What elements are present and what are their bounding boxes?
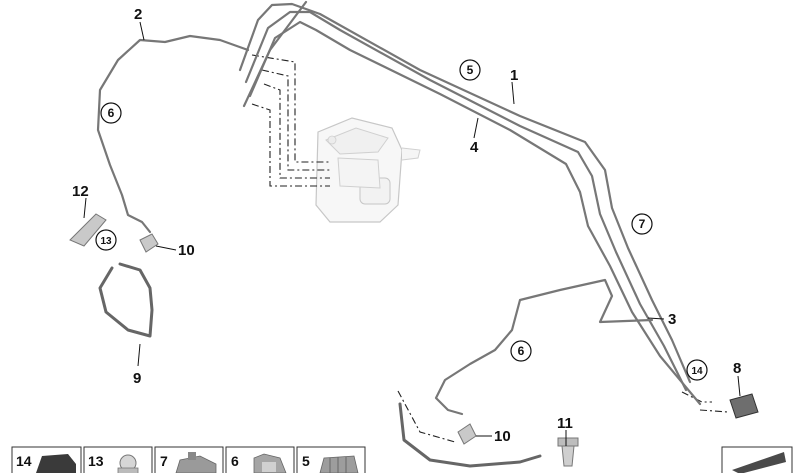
callout-1: 1 [510, 67, 518, 84]
callout-10-left: 10 [178, 242, 195, 259]
legend-cell-5: 5 [296, 446, 366, 473]
circled-6-left: 6 [100, 102, 122, 124]
legend-cell-arrow [721, 446, 793, 473]
callout-10-bottom: 10 [494, 428, 511, 445]
callout-2: 2 [134, 6, 142, 23]
circled-7: 7 [631, 213, 653, 235]
circled-13: 13 [95, 229, 117, 251]
bracket-12 [69, 213, 107, 247]
callout-8: 8 [733, 360, 741, 377]
svg-text:14: 14 [16, 453, 32, 469]
leader-lines [83, 21, 741, 446]
svg-text:5: 5 [302, 453, 310, 469]
svg-text:7: 7 [639, 217, 646, 231]
brake-pipes [96, 0, 702, 468]
holder-10-left [139, 233, 159, 253]
legend-cell-13: 13 [83, 446, 153, 473]
svg-text:6: 6 [231, 453, 239, 469]
svg-text:7: 7 [160, 453, 168, 469]
legend-cell-7: 7 [154, 446, 224, 473]
svg-text:6: 6 [108, 106, 115, 120]
callout-9: 9 [133, 370, 141, 387]
circled-5: 5 [459, 59, 481, 81]
legend-cell-14: 14 [11, 446, 82, 473]
callout-12: 12 [72, 183, 89, 200]
callout-3: 3 [668, 311, 676, 328]
bolt-11 [557, 437, 579, 467]
connection-dashes [251, 54, 729, 443]
parts-legend: 14 13 7 6 5 [11, 446, 793, 473]
holder-10-bottom [457, 423, 477, 445]
circled-6-right: 6 [510, 340, 532, 362]
svg-text:13: 13 [100, 236, 112, 247]
abs-hydraulic-unit [315, 117, 421, 223]
svg-text:5: 5 [467, 63, 474, 77]
legend-cell-6: 6 [225, 446, 295, 473]
svg-text:14: 14 [691, 366, 703, 377]
callout-11: 11 [557, 415, 573, 432]
callout-4: 4 [470, 139, 479, 156]
svg-text:6: 6 [518, 344, 525, 358]
circled-14: 14 [686, 359, 708, 381]
sensor-8 [729, 393, 759, 419]
svg-text:13: 13 [88, 453, 104, 469]
